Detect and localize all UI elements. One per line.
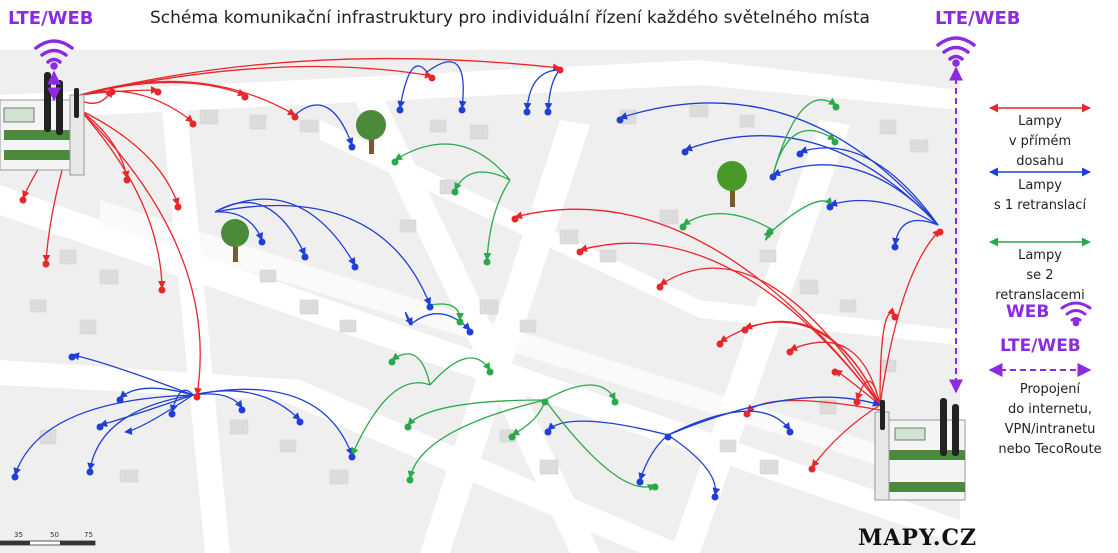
relay1-links <box>13 61 939 496</box>
legend-relay1-line1: Lampy <box>1018 178 1062 193</box>
tree-icon <box>356 110 386 154</box>
map-background <box>0 50 960 553</box>
tree-icon <box>717 161 747 207</box>
internet-line4: nebo TecoRoute <box>998 442 1102 457</box>
page-title: Schéma komunikační infrastruktury pro in… <box>150 8 870 28</box>
legend-direct-line2: v přímém dosahu <box>1008 134 1072 169</box>
lte-web-label-right: LTE/WEB <box>935 8 1021 29</box>
legend-direct-line1: Lampy <box>1018 114 1062 129</box>
internet-line2: do internetu, <box>1007 402 1093 417</box>
legend-relay2-line1: Lampy <box>1018 248 1062 263</box>
wifi-icon <box>34 39 74 70</box>
wifi-icon <box>936 36 976 67</box>
legend-relay2-text: Lampy se 2 retranslacemi <box>983 246 1097 306</box>
lte-web-legend-label: LTE/WEB <box>1000 336 1081 356</box>
scale-label-c: 75 <box>84 531 93 539</box>
tree-icon <box>221 219 249 262</box>
legend-relay1-text: Lampy s 1 retranslací <box>990 176 1090 216</box>
legend-relay1-line2: s 1 retranslací <box>993 198 1087 213</box>
lamp-markers <box>11 66 944 501</box>
lte-web-label-left: LTE/WEB <box>8 8 94 29</box>
scale-bar <box>0 540 96 546</box>
legend-relay2-line2: se 2 retranslacemi <box>995 268 1085 303</box>
internet-line1: Propojení <box>1019 382 1081 397</box>
wifi-icon <box>1060 301 1092 327</box>
web-label: WEB <box>1006 302 1050 322</box>
scale-label-b: 50 <box>50 531 59 539</box>
legend-direct-text: Lampy v přímém dosahu <box>990 112 1090 172</box>
scale-label-a: 35 <box>14 531 23 539</box>
internet-description: Propojení do internetu, VPN/intranetu ne… <box>990 380 1110 460</box>
controller-device-right <box>874 398 966 501</box>
internet-line3: VPN/intranetu <box>1004 422 1096 437</box>
controller-device-left <box>0 72 85 176</box>
mapy-cz-logo: MAPY.CZ <box>858 525 978 551</box>
